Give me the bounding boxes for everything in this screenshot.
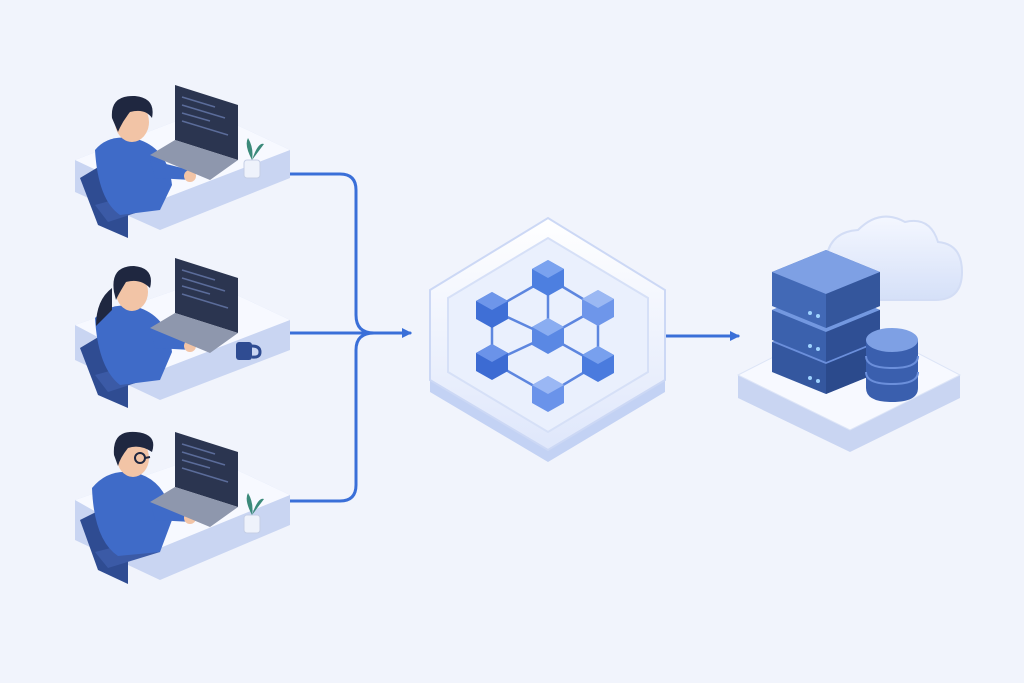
graph-node (476, 292, 508, 328)
person-hair-ponytail (96, 266, 151, 326)
network-graph-icon (476, 260, 614, 412)
person-body (95, 305, 172, 385)
graph-node (532, 260, 564, 296)
coffee-mug-icon (236, 342, 262, 360)
person-hoodie (92, 471, 172, 556)
glasses-icon (134, 452, 151, 464)
connector-top (283, 172, 376, 335)
laptop-keyboard (150, 487, 238, 527)
developer-workstation-3 (75, 431, 290, 584)
developer-workstation-2 (75, 258, 290, 408)
graph-node (532, 376, 564, 412)
laptop-screen (175, 85, 238, 160)
server-cluster (736, 215, 964, 452)
person-hair (111, 95, 153, 132)
person-hair (113, 431, 154, 466)
laptop-keyboard (150, 140, 238, 180)
server-stack-icon (772, 250, 880, 394)
connector-bottom (268, 331, 376, 503)
laptop-screen (175, 432, 238, 507)
integration-hub (429, 216, 666, 462)
person-body (95, 137, 172, 215)
graph-node (532, 318, 564, 354)
laptop-screen (175, 258, 238, 333)
database-icon (865, 328, 919, 402)
connector-lines (268, 172, 740, 503)
graph-node (582, 346, 614, 382)
plant-icon (243, 138, 264, 179)
developer-workstation-1 (75, 85, 290, 238)
plant-icon (243, 493, 264, 534)
graph-node (582, 290, 614, 326)
laptop-keyboard (150, 313, 238, 353)
graph-node (476, 344, 508, 380)
